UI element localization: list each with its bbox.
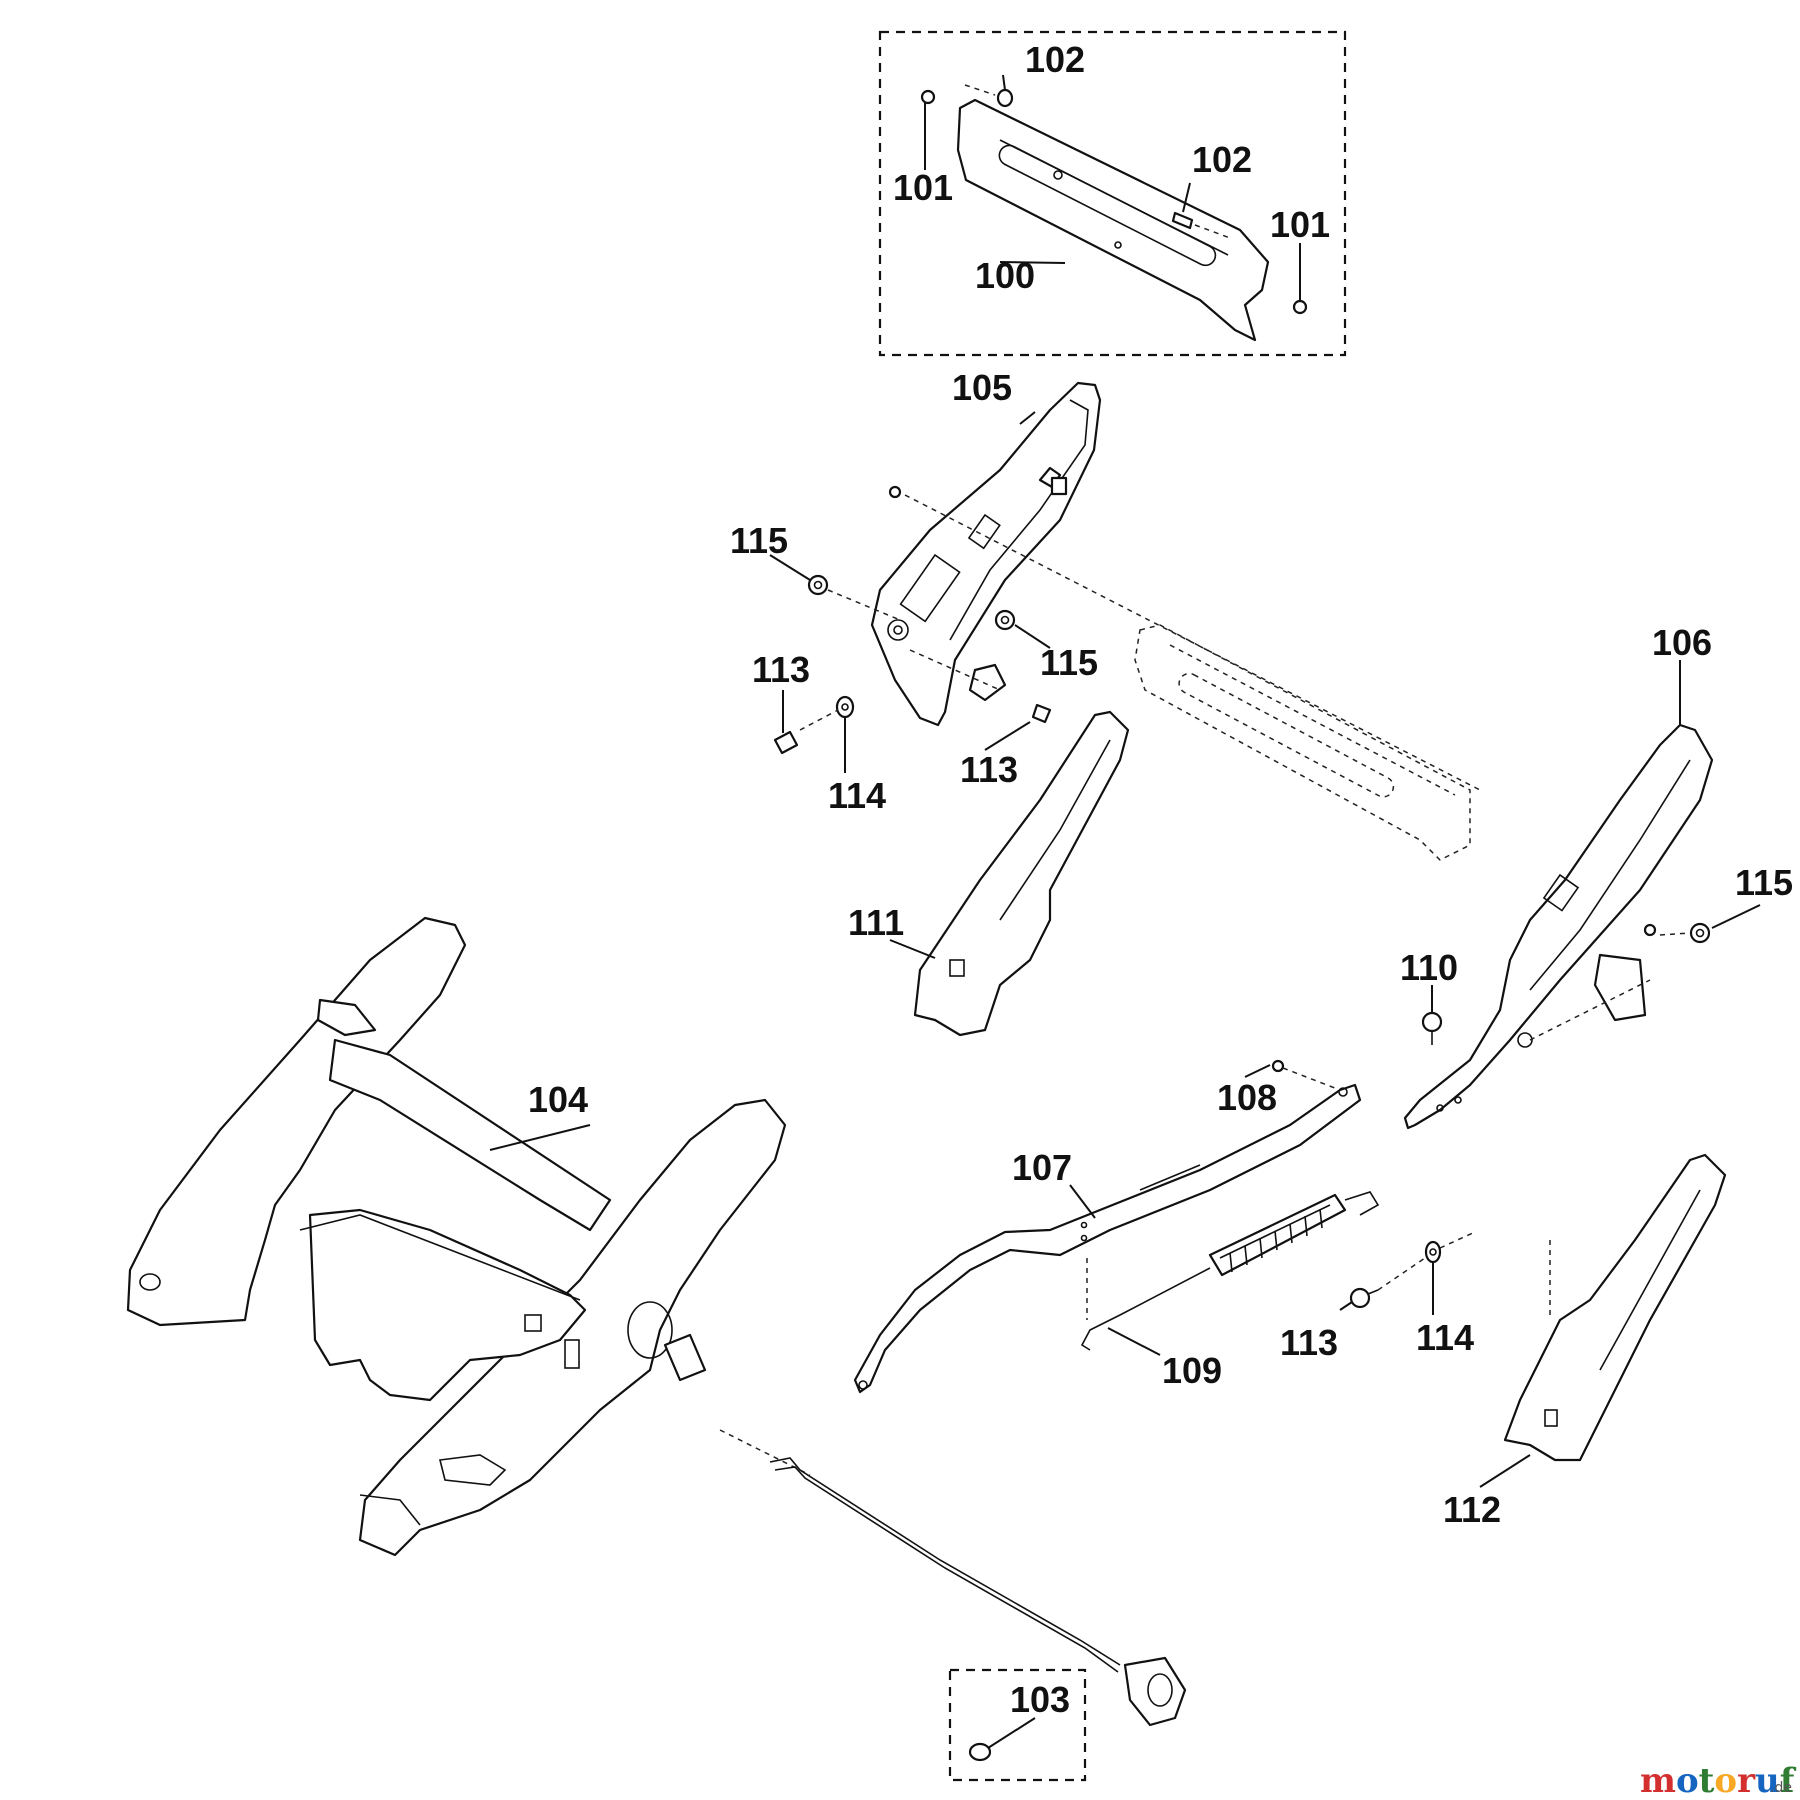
group-box-bottom xyxy=(948,1668,1087,1782)
leader-lines xyxy=(489,74,1761,1749)
label-112: 112 xyxy=(1443,1489,1501,1530)
watermark-letter: t xyxy=(1699,1761,1715,1800)
part-102-bolt-top xyxy=(996,88,1014,108)
label-113-b: 113 xyxy=(960,749,1018,790)
label-115-c: 115 xyxy=(1735,862,1793,903)
part-113-bolt-c xyxy=(1349,1287,1379,1309)
label-114-a: 114 xyxy=(828,775,886,816)
label-110: 110 xyxy=(1400,947,1458,988)
label-109: 109 xyxy=(1162,1350,1222,1391)
part-112-right-slider xyxy=(1503,1153,1727,1462)
part-105-left-bracket xyxy=(870,381,1102,727)
part-101-nut-left xyxy=(920,89,936,105)
part-115-nut-c xyxy=(1689,922,1711,944)
label-105: 105 xyxy=(952,367,1012,408)
svg-text:motoruf: motoruf xyxy=(1640,1761,1797,1800)
part-115-nut-a xyxy=(807,574,829,596)
watermark-letter: o xyxy=(1714,1761,1737,1800)
part-102-bolt-mid xyxy=(1171,211,1194,230)
part-labels: 100 101 101 102 102 103 104 105 106 107 … xyxy=(528,39,1793,1720)
label-115-b: 115 xyxy=(1040,642,1098,683)
label-111: 111 xyxy=(848,902,904,943)
part-114-washer-a xyxy=(835,695,855,719)
watermark-letter: u xyxy=(1755,1761,1780,1800)
label-107: 107 xyxy=(1012,1147,1072,1188)
screw-small-left xyxy=(888,485,902,499)
part-104-handle-frame xyxy=(126,916,787,1557)
part-113-bolt-a xyxy=(773,730,799,755)
part-107-lever xyxy=(853,1083,1362,1394)
label-115-a: 115 xyxy=(730,520,788,561)
clip-right xyxy=(1593,953,1647,1022)
watermark-letter: r xyxy=(1737,1761,1756,1800)
part-100-cross-bar xyxy=(956,98,1270,342)
part-108-pin xyxy=(1271,1059,1285,1073)
label-104: 104 xyxy=(528,1079,588,1120)
label-102-a: 102 xyxy=(1025,39,1085,80)
watermark-letter: m xyxy=(1640,1761,1676,1800)
label-101-a: 101 xyxy=(893,167,953,208)
label-114-b: 114 xyxy=(1416,1317,1474,1358)
clip-left xyxy=(968,663,1007,702)
ghost-cross-bar xyxy=(1134,624,1471,861)
watermark-logo: motoruf .de xyxy=(1640,1761,1797,1800)
part-113-bolt-b xyxy=(1031,703,1052,724)
part-115-nut-b xyxy=(994,609,1016,631)
label-113-a: 113 xyxy=(752,649,810,690)
label-100: 100 xyxy=(975,255,1035,296)
part-103-cable xyxy=(719,1429,1187,1762)
label-113-c: 113 xyxy=(1280,1322,1338,1363)
screw-small-right xyxy=(1643,923,1657,937)
label-106: 106 xyxy=(1652,622,1712,663)
watermark-suffix: .de xyxy=(1770,1780,1792,1796)
part-101-nut-right xyxy=(1292,299,1308,315)
watermark-letter: f xyxy=(1780,1761,1797,1800)
group-box-top xyxy=(878,30,1347,357)
part-111-left-slider xyxy=(913,710,1130,1037)
part-110-screw xyxy=(1421,1011,1443,1045)
label-102-b: 102 xyxy=(1192,139,1252,180)
part-106-right-bracket xyxy=(1403,723,1714,1130)
label-103: 103 xyxy=(1010,1679,1070,1720)
part-114-washer-b xyxy=(1424,1240,1442,1264)
label-108: 108 xyxy=(1217,1077,1277,1118)
watermark-letter: o xyxy=(1676,1761,1699,1800)
part-109-spring xyxy=(1080,1191,1380,1351)
label-101-b: 101 xyxy=(1270,204,1330,245)
